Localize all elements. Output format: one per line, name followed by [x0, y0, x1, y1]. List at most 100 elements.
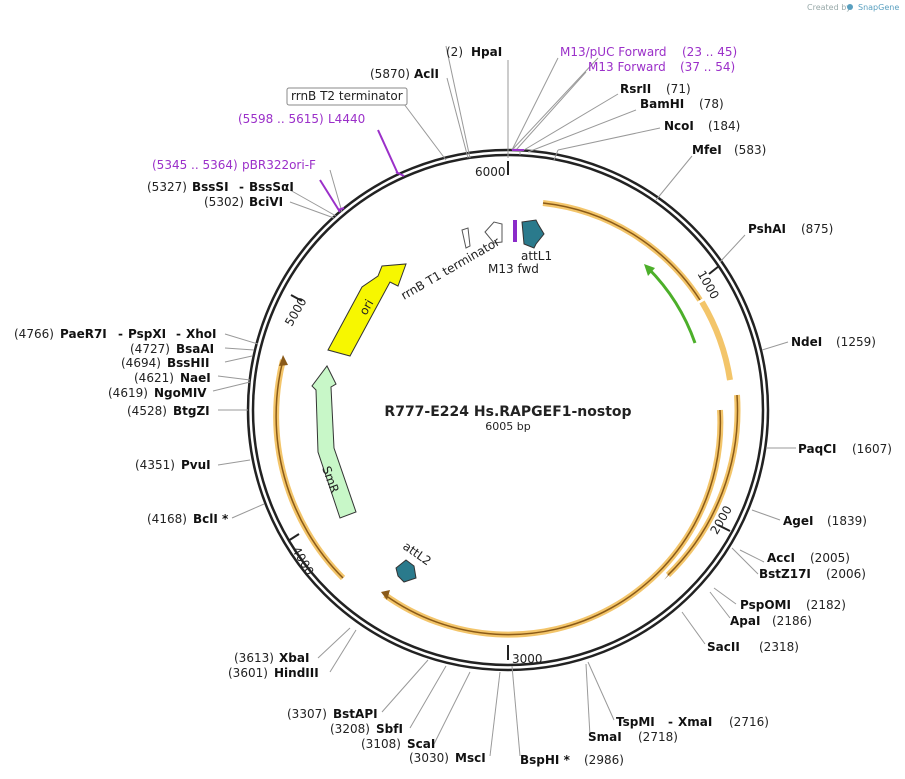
site-pos: (3307) [287, 707, 327, 721]
brand-snapgene: SnapGene [858, 3, 899, 12]
rrnb-t2-label: rrnB T2 terminator [291, 89, 403, 103]
site-naei: NaeI [180, 371, 211, 385]
primer-m13-puc-forward-range: (23 .. 45) [682, 45, 737, 59]
site-btgzi: BtgZI [173, 404, 210, 418]
sites-left: (5870) AclI (5327) BssSI - BssSαI (5302)… [14, 67, 486, 765]
brand-created-by: Created by [807, 3, 851, 12]
site-acci: AccI [767, 551, 795, 565]
site-pos: (71) [666, 82, 691, 96]
site-pos: (3601) [228, 666, 268, 680]
snapgene-logo-icon [847, 4, 853, 10]
rrnb-t1-label: rrnB T1 terminator [399, 235, 503, 303]
site-bstz17i: BstZ17I [759, 567, 811, 581]
rrnb-t1-arrow [484, 221, 503, 244]
site-pos: (583) [734, 143, 766, 157]
tick-6000: 6000 [475, 165, 506, 179]
attl2-arrow [395, 559, 417, 583]
site-paer7i: PaeR7I [60, 327, 107, 341]
site-pos: (2186) [772, 614, 812, 628]
site-separator: - [118, 327, 123, 341]
orf-arcs [273, 200, 741, 638]
site-scai: ScaI [407, 737, 435, 751]
green-feature-arc [646, 266, 697, 344]
site-pos: (3108) [361, 737, 401, 751]
site-pos: (2718) [638, 730, 678, 744]
site-xhoi: XhoI [186, 327, 217, 341]
site-bsssai: BssSαI [249, 180, 294, 194]
site-xbai: XbaI [279, 651, 309, 665]
tick-4000: 4000 [289, 544, 316, 577]
attl1-arrow [521, 219, 545, 249]
site-bcivi: BciVI [249, 195, 283, 209]
site-pos: (2318) [759, 640, 799, 654]
site-pos: (875) [801, 222, 833, 236]
site-rsrii: RsrII [620, 82, 651, 96]
primer-m13-forward: M13 Forward [588, 60, 666, 74]
leader-lines [212, 45, 796, 757]
primer-marks [319, 129, 524, 213]
site-pos: (4621) [134, 371, 174, 385]
site-pos: (2) [446, 45, 463, 59]
site-sacii: SacII [707, 640, 740, 654]
site-ncoi: NcoI [664, 119, 694, 133]
site-pos: (5327) [147, 180, 187, 194]
site-pos: (3208) [330, 722, 370, 736]
site-pos: (1259) [836, 335, 876, 349]
site-pspxi: PspXI [128, 327, 166, 341]
site-pos: (2182) [806, 598, 846, 612]
primer-m13-puc-forward: M13/pUC Forward [560, 45, 667, 59]
site-sbfi: SbfI [376, 722, 403, 736]
site-pos: (4727) [130, 342, 170, 356]
site-msci: MscI [455, 751, 486, 765]
sites-right: (2) HpaI RsrII (71) BamHI (78) NcoI (184… [446, 45, 892, 767]
site-pos: (5870) [370, 67, 410, 81]
site-mfei: MfeI [692, 143, 722, 157]
site-bsaai: BsaAI [176, 342, 214, 356]
plasmid-size: 6005 bp [485, 420, 530, 433]
site-hpai: HpaI [471, 45, 502, 59]
green-arrowhead [644, 264, 655, 276]
site-separator: - [176, 327, 181, 341]
primer-m13-forward-range: (37 .. 54) [680, 60, 735, 74]
site-pos: (2716) [729, 715, 769, 729]
tick-5000: 5000 [282, 295, 309, 328]
site-separator: - [668, 715, 673, 729]
site-tspmi: TspMI [616, 715, 655, 729]
tick-3000: 3000 [512, 652, 543, 666]
site-pspomi: PspOMI [740, 598, 791, 612]
ori-arrow [327, 263, 407, 357]
orf-arrowhead [381, 590, 390, 600]
orf-arrowhead [664, 568, 676, 580]
site-pos: (184) [708, 119, 740, 133]
primer-pbr322ori-f-range: (5345 .. 5364) [152, 158, 238, 172]
smr-arrow [311, 365, 357, 519]
site-ngomiv: NgoMIV [154, 386, 207, 400]
site-pvui: PvuI [181, 458, 211, 472]
site-bstapi: BstAPI [333, 707, 378, 721]
site-separator: - [239, 180, 244, 194]
site-pos: (3030) [409, 751, 449, 765]
site-xmai: XmaI [678, 715, 712, 729]
site-pos: (1839) [827, 514, 867, 528]
site-pos: (3613) [234, 651, 274, 665]
site-pos: (2986) [584, 753, 624, 767]
site-bamhi: BamHI [640, 97, 684, 111]
site-pos: (4694) [121, 356, 161, 370]
rrnb-t2-box [286, 87, 408, 106]
site-pos: (1607) [852, 442, 892, 456]
primer-pbr322ori-f: pBR322ori-F [242, 158, 316, 172]
site-bcli: BclI * [193, 512, 229, 526]
site-paqci: PaqCI [798, 442, 836, 456]
site-apai: ApaI [730, 614, 760, 628]
site-smai: SmaI [588, 730, 622, 744]
site-pos: (4619) [108, 386, 148, 400]
site-pos: (78) [699, 97, 724, 111]
m13-fwd-label: M13 fwd [488, 262, 539, 276]
site-pshai: PshAI [748, 222, 786, 236]
orf-arrowhead [279, 355, 288, 366]
primer-l4440-range: (5598 .. 5615) [238, 112, 324, 126]
site-pos: (2006) [826, 567, 866, 581]
site-pos: (4528) [127, 404, 167, 418]
site-hindiii: HindIII [274, 666, 319, 680]
